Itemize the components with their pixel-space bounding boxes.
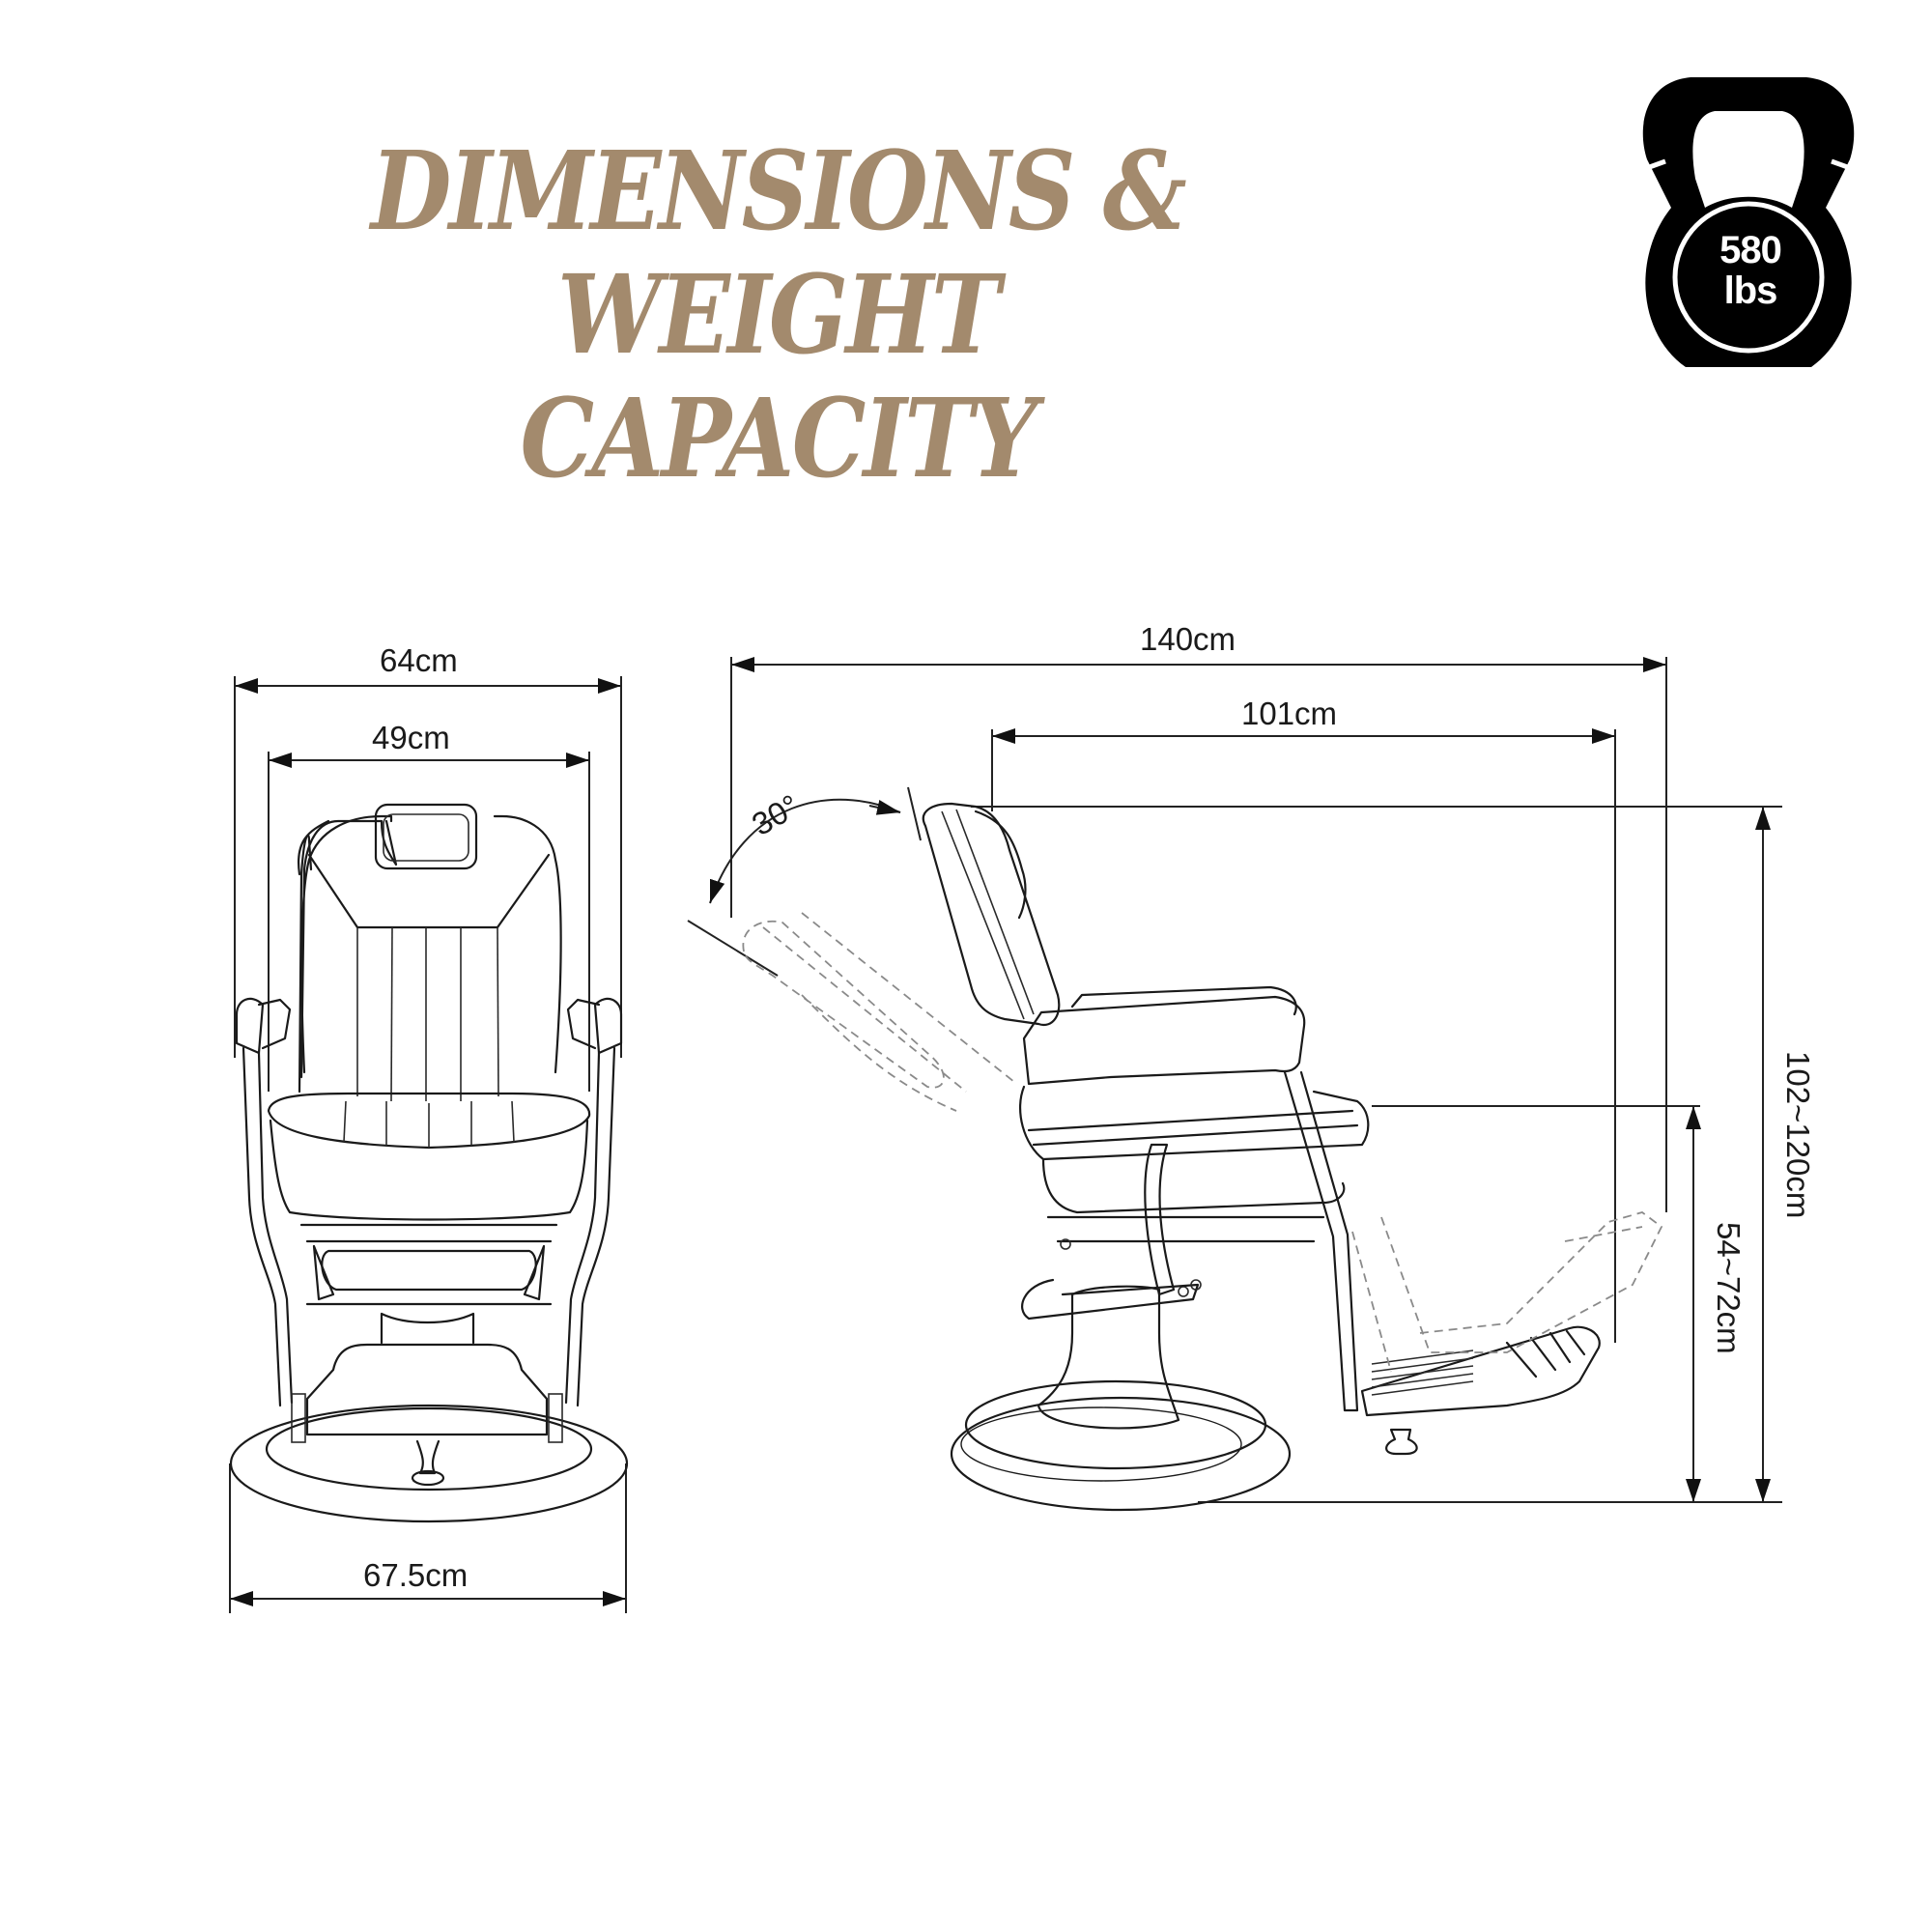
title-line-1: DIMENSIONS & WEIGHT [370, 128, 1187, 379]
base-diameter-label: 67.5cm [363, 1557, 469, 1593]
overall-length-label: 140cm [1140, 621, 1236, 657]
overall-height-label: 102~120cm [1780, 1051, 1816, 1219]
kettlebell-icon [1642, 77, 1855, 367]
weight-unit: lbs [1723, 270, 1778, 312]
page-title: DIMENSIONS & WEIGHT CAPACITY [234, 130, 1322, 501]
title-line-2: CAPACITY [520, 376, 1037, 502]
weight-capacity-label: 580 lbs [1690, 230, 1810, 311]
side-view-drawing [687, 657, 1782, 1512]
upright-length-label: 101cm [1241, 696, 1338, 731]
front-seat-width-label: 49cm [372, 720, 450, 755]
seat-height-label: 54~72cm [1711, 1222, 1747, 1354]
front-overall-width-label: 64cm [380, 642, 458, 678]
front-view-drawing [229, 676, 629, 1613]
weight-value: 580 [1719, 229, 1782, 271]
